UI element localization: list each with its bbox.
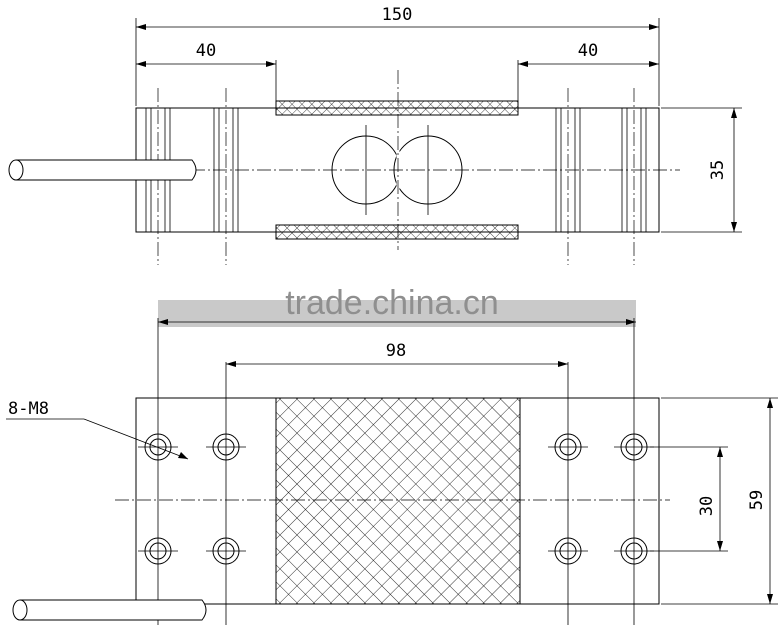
top-view: 150 40 40 35 [8, 5, 742, 265]
dim-right-offset: 40 [517, 41, 659, 101]
bottom-cable [12, 599, 207, 621]
hole-2 [206, 433, 246, 461]
top-grooves [275, 100, 519, 240]
bottom-hatched-pad [275, 397, 521, 605]
dim-height-label: 35 [708, 160, 728, 180]
dim-left-offset-label: 40 [196, 41, 216, 61]
hole-callout-label: 8-M8 [8, 399, 49, 419]
dim-overall-length: 150 [135, 5, 660, 106]
dim-overall-length-label: 150 [382, 5, 413, 25]
dim-width-label: 59 [747, 490, 767, 510]
hole-6 [206, 537, 246, 565]
hole-4 [614, 433, 654, 461]
hole-3 [548, 433, 588, 461]
dim-right-offset-label: 40 [578, 41, 598, 61]
hole-5 [138, 537, 178, 565]
bottom-hole-centerlines [157, 318, 635, 625]
dim-hole-pitch-label: 30 [697, 496, 717, 516]
dim-height: 35 [661, 107, 742, 233]
top-cable [8, 159, 197, 181]
hole-1 [138, 433, 178, 461]
bottom-view: 8-M8 98 30 59 [6, 318, 778, 625]
watermark-text: trade.china.cn [285, 284, 499, 322]
hole-callout: 8-M8 [6, 399, 189, 460]
watermark-band: trade.china.cn [158, 284, 636, 327]
dim-hole-spacing: 98 [226, 341, 568, 367]
dim-width: 59 [661, 397, 778, 605]
dim-hole-pitch: 30 [650, 446, 728, 552]
hole-7 [548, 537, 588, 565]
hole-8 [614, 537, 654, 565]
binocular-hole [331, 70, 463, 250]
bottom-holes [138, 433, 654, 565]
dim-left-offset: 40 [136, 41, 277, 101]
dim-hole-spacing-label: 98 [386, 341, 406, 361]
